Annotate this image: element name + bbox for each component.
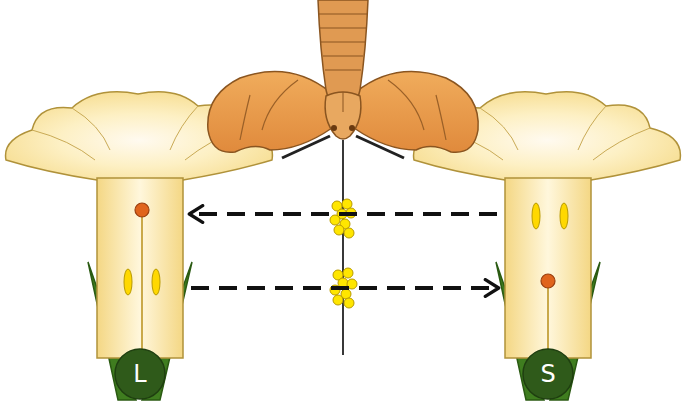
hawkmoth — [208, 0, 478, 355]
morph-label: S — [540, 360, 555, 388]
pollen-transfer-arrow — [191, 286, 497, 290]
pollen-cluster — [330, 199, 356, 238]
morph-label: L — [133, 360, 146, 388]
ovary-node: S — [505, 178, 591, 400]
pollen-cluster — [330, 268, 357, 308]
ovary-node: L — [97, 178, 183, 400]
pollen-transfer-arrow — [191, 212, 497, 216]
